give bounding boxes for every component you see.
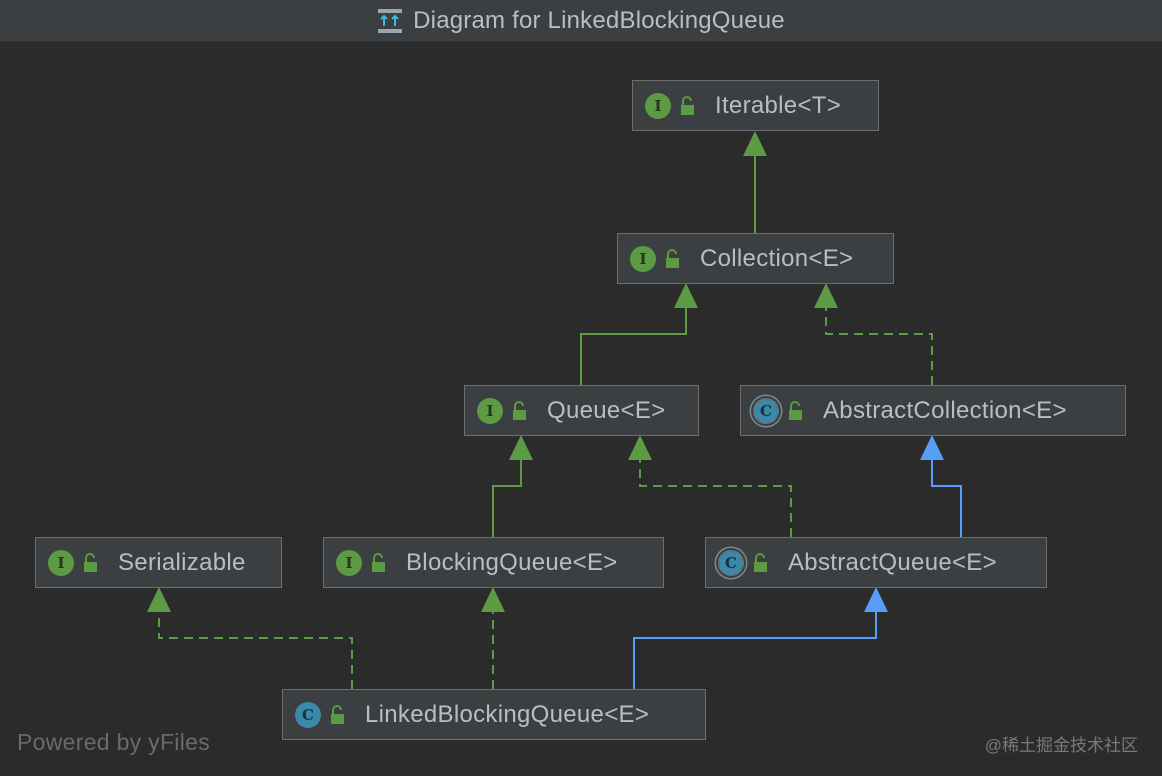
abstract-class-badge-icon: C	[753, 397, 779, 424]
arrowhead-blockingqueue	[481, 587, 505, 612]
arrowhead-collection-left	[674, 283, 698, 308]
node-abstract-queue[interactable]: C AbstractQueue<E>	[705, 537, 1047, 588]
node-collection[interactable]: I Collection<E>	[617, 233, 894, 284]
watermark-label: @稀土掘金技术社区	[984, 736, 1138, 755]
node-blocking-queue[interactable]: I BlockingQueue<E>	[323, 537, 664, 588]
node-label: LinkedBlockingQueue<E>	[365, 700, 650, 728]
node-label: AbstractQueue<E>	[788, 548, 997, 576]
node-label: AbstractCollection<E>	[823, 396, 1067, 424]
window-titlebar: Diagram for LinkedBlockingQueue	[0, 0, 1162, 42]
public-unlock-icon	[331, 704, 344, 724]
public-unlock-icon	[666, 248, 679, 268]
edge-blockingqueue-queue	[492, 460, 522, 537]
edge-queue-collection	[580, 308, 687, 385]
interface-badge-icon: I	[477, 397, 503, 424]
arrowhead-queue-right	[628, 435, 652, 460]
arrowhead-queue-left	[509, 435, 533, 460]
interface-badge-icon: I	[645, 92, 671, 119]
powered-by-label: Powered by yFiles	[17, 729, 211, 755]
class-badge-icon: C	[295, 701, 321, 728]
edge-lbq-abstractqueue	[633, 612, 877, 689]
window-title: Diagram for LinkedBlockingQueue	[413, 6, 785, 34]
public-unlock-icon	[789, 400, 802, 420]
class-diagram-icon	[378, 8, 403, 33]
node-abstract-collection[interactable]: C AbstractCollection<E>	[740, 385, 1126, 436]
arrowhead-serializable	[147, 587, 171, 612]
public-unlock-icon	[84, 552, 97, 572]
edge-abstractcollection-collection	[825, 308, 933, 385]
interface-badge-icon: I	[336, 549, 362, 576]
node-label: Collection<E>	[700, 244, 854, 272]
arrowhead-abstractqueue	[864, 587, 888, 612]
node-linked-blocking-queue[interactable]: C LinkedBlockingQueue<E>	[282, 689, 706, 740]
arrowhead-collection-right	[814, 283, 838, 308]
node-label: Queue<E>	[547, 396, 666, 424]
node-iterable[interactable]: I Iterable<T>	[632, 80, 879, 131]
node-queue[interactable]: I Queue<E>	[464, 385, 699, 436]
arrowhead-iterable	[743, 131, 767, 156]
node-label: Serializable	[118, 548, 246, 576]
public-unlock-icon	[372, 552, 385, 572]
abstract-class-badge-icon: C	[718, 549, 744, 576]
public-unlock-icon	[754, 552, 767, 572]
public-unlock-icon	[681, 95, 694, 115]
edge-abstractqueue-queue	[639, 460, 792, 537]
arrowhead-abstractcollection	[920, 435, 944, 460]
node-label: Iterable<T>	[715, 91, 842, 119]
edge-abstractqueue-abstractcollection	[931, 460, 962, 537]
interface-badge-icon: I	[630, 245, 656, 272]
edge-lbq-serializable	[158, 612, 353, 689]
public-unlock-icon	[513, 400, 526, 420]
node-label: BlockingQueue<E>	[406, 548, 618, 576]
node-serializable[interactable]: I Serializable	[35, 537, 282, 588]
interface-badge-icon: I	[48, 549, 74, 576]
